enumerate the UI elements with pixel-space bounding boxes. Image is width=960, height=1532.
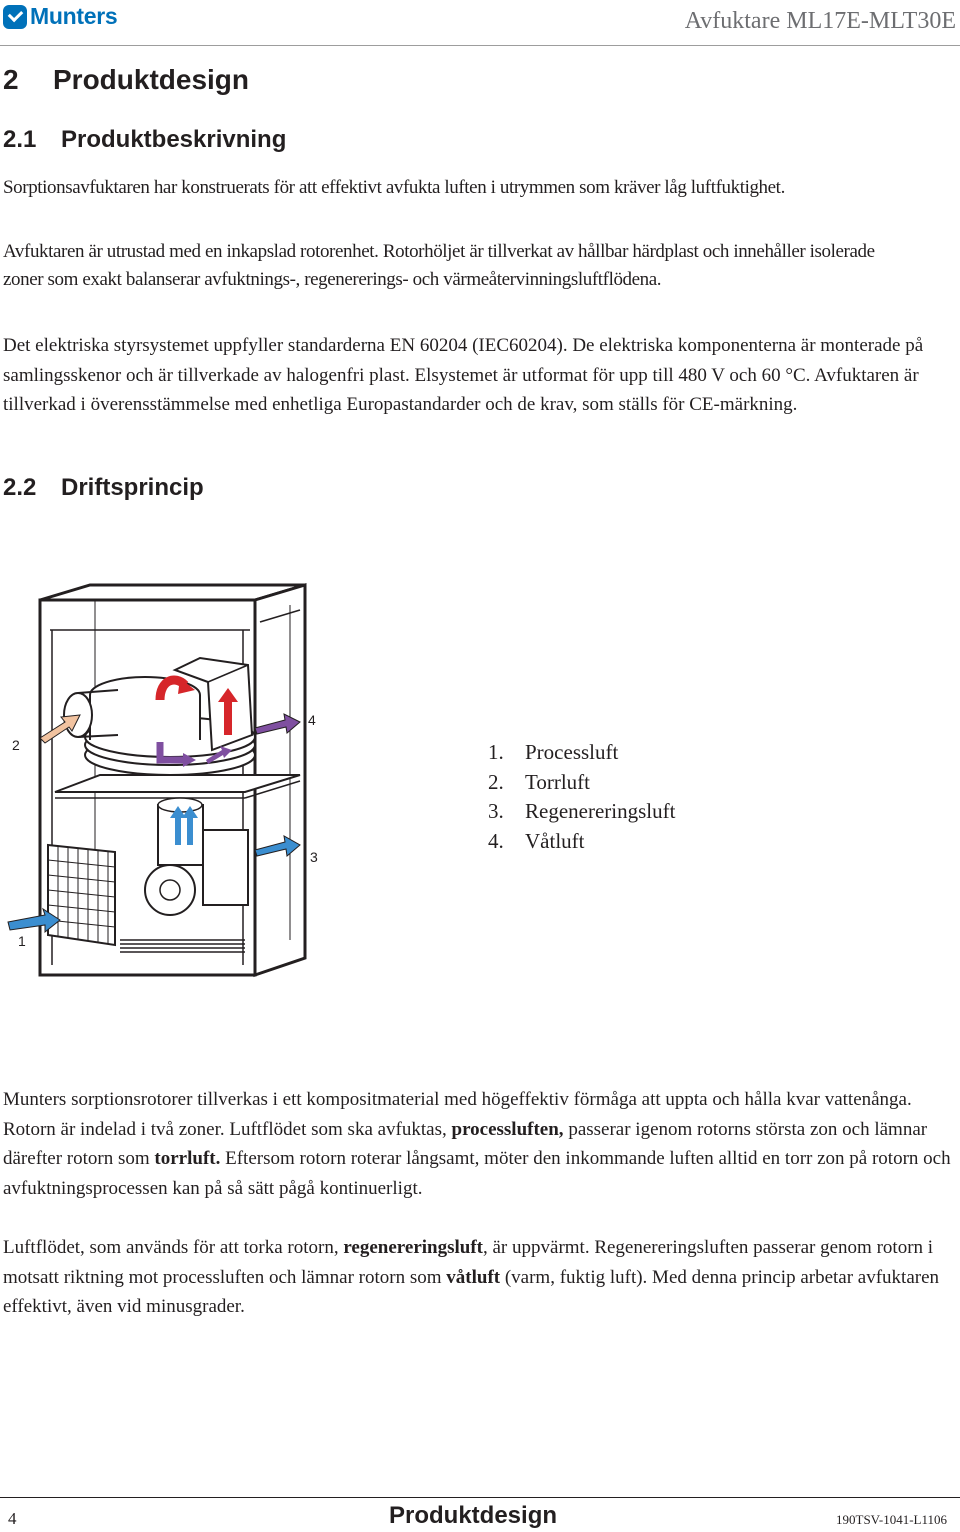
callout-4: 4: [308, 712, 316, 728]
regen-air-arrow: [254, 835, 301, 857]
dry-air-arrow: [39, 714, 81, 744]
document-code: 190TSV-1041-L1106: [836, 1512, 947, 1527]
subsection-number: 2.1: [3, 126, 37, 153]
text-run: (varm, fuktig luft). Med denna princip a…: [3, 1266, 940, 1318]
legend-label: Våtluft: [525, 828, 585, 853]
page-header: Munters Avfuktare ML17E-MLT30E: [0, 0, 960, 48]
footer-divider: [0, 1497, 960, 1498]
legend-item: 1. Processluft: [488, 738, 675, 768]
subsection-title: Produktbeskrivning: [61, 126, 287, 153]
paragraph-intro: Sorptionsavfuktaren har konstruerats för…: [3, 177, 785, 198]
text-run: Luftflödet, som används för att torka ro…: [3, 1237, 344, 1258]
process-flow-arrow: [175, 815, 181, 845]
legend-number: 1.: [488, 740, 504, 764]
legend-label: Regenereringsluft: [525, 799, 676, 823]
term-wet-air: våtluft: [446, 1266, 501, 1288]
term-dry-air: torrluft.: [154, 1148, 221, 1169]
callout-1: 1: [18, 933, 26, 949]
text-run: Munters sorptionsrotorer tillverkas i et…: [3, 1089, 912, 1140]
subsection-heading-principle: 2.2 Driftsprincip: [3, 474, 204, 502]
term-process-air: processluften,: [451, 1118, 564, 1140]
subsection-title: Driftsprincip: [61, 474, 204, 501]
document-title: Avfuktare ML17E-MLT30E: [684, 8, 956, 34]
legend-number: 2.: [488, 769, 504, 794]
shelf: [54, 774, 301, 793]
page-number: 4: [8, 1509, 17, 1528]
text-run: , är uppvärmt. Regenereringsluften passe…: [3, 1237, 934, 1288]
subsection-heading-description: 2.1 Produktbeskrivning: [3, 126, 286, 154]
legend-number: 4.: [488, 828, 504, 853]
legend-item: 3. Regenereringsluft: [488, 797, 675, 827]
legend-label: Torrluft: [525, 769, 591, 794]
section-number: 2: [3, 64, 19, 95]
callout-3: 3: [310, 849, 318, 865]
legend-item: 4. Våtluft: [488, 827, 675, 857]
paragraph-regeneration: Luftflödet, som används för att torka ro…: [3, 1233, 953, 1322]
legend-item: 2. Torrluft: [488, 768, 675, 798]
section-heading: 2 Produktdesign: [3, 64, 249, 96]
process-air-arrow: [7, 907, 61, 934]
wet-flow-arrow: [156, 742, 185, 764]
paragraph-rotor: Avfuktaren är utrustad med en inkapslad …: [3, 241, 875, 290]
text-run: passerar igenom rotorns största zon och …: [3, 1118, 928, 1170]
dehumidifier-illustration: 2 1 3 4: [7, 582, 318, 978]
section-title: Produktdesign: [53, 64, 250, 95]
munters-logo-icon: [3, 4, 27, 29]
legend-number: 3.: [488, 799, 504, 823]
term-regen-air: regenereringsluft: [343, 1237, 483, 1258]
regen-flow-arrow: [224, 700, 232, 735]
text-run: Eftersom rotorn roterar långsamt, möter …: [3, 1148, 951, 1199]
paragraph-rotor-function: Munters sorptionsrotorer tillverkas i et…: [3, 1085, 953, 1203]
logo-text: Munters: [30, 3, 118, 29]
cabinet-line: [259, 609, 301, 623]
wet-air-arrow: [254, 713, 301, 735]
legend-label: Processluft: [525, 740, 619, 764]
dehumidifier-diagram: 2 1 3 4: [0, 560, 470, 990]
footer-title: Produktdesign: [389, 1502, 558, 1529]
subsection-number: 2.2: [3, 474, 37, 501]
header-divider: [0, 45, 960, 46]
diagram-legend: 1. Processluft 2. Torrluft 3. Regenererings…: [488, 738, 675, 856]
munters-logo: Munters: [3, 3, 118, 30]
callout-2: 2: [12, 737, 20, 753]
heater: [202, 829, 249, 906]
paragraph-electrical: Det elektriska styrsystemet uppfyller st…: [3, 335, 924, 415]
